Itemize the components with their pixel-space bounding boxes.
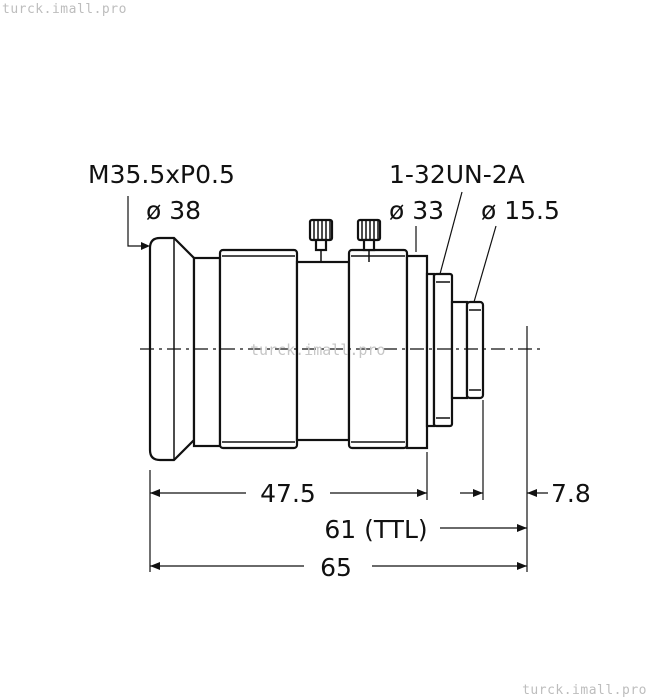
locking-screw-1 (308, 218, 334, 262)
locking-screw-2 (356, 218, 382, 262)
dimension-7-8 (460, 489, 548, 497)
dimension-61-ttl (440, 524, 527, 532)
label-thread-mount: 1-32UN-2A (389, 160, 525, 189)
rear-tube (465, 300, 485, 400)
label-diameter-back: ø 15.5 (481, 196, 560, 225)
leader-lines (127, 191, 497, 303)
middle-body (295, 260, 351, 442)
rear-body (405, 254, 429, 450)
label-thread: M35.5xP0.5 (88, 160, 235, 189)
lens-body (148, 236, 485, 462)
label-diameter-front: ø 38 (146, 196, 201, 225)
dimension-65 (150, 562, 527, 570)
label-length-back: 7.8 (551, 479, 591, 508)
back-shoulder (450, 300, 469, 400)
label-length-body: 47.5 (260, 479, 316, 508)
label-diameter-body: ø 33 (389, 196, 444, 225)
dimension-47-5 (150, 489, 427, 497)
threaded-mount (432, 272, 454, 428)
watermark-bottom: turck.imall.pro (522, 683, 647, 698)
label-length-ttl: 61 (TTL) (324, 515, 427, 544)
watermark-center: turck.imall.pro (250, 341, 385, 359)
extension-lines (149, 326, 528, 572)
neck (192, 256, 222, 448)
watermark-top: turck.imall.pro (2, 2, 127, 17)
label-length-total: 65 (320, 553, 352, 582)
